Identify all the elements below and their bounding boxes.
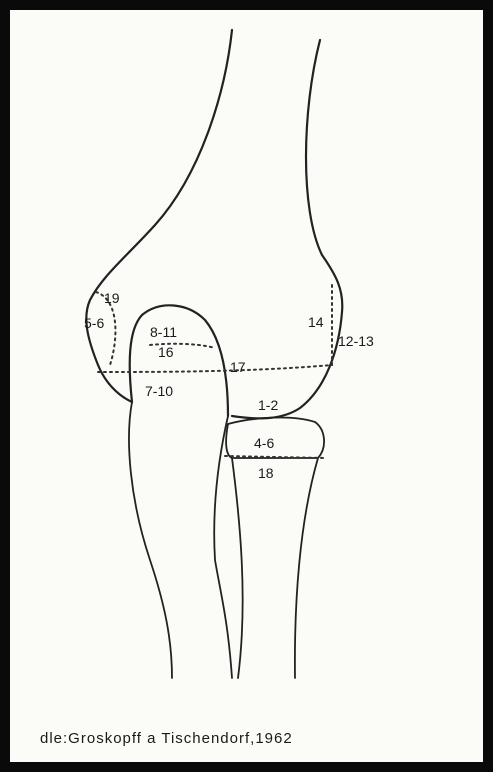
label-16: 16 [158, 344, 174, 360]
label-17: 17 [230, 359, 246, 375]
label-14: 14 [308, 314, 324, 330]
label-4-6: 4-6 [254, 435, 274, 451]
label-1-2: 1-2 [258, 397, 278, 413]
label-19: 19 [104, 290, 120, 306]
figure-caption: dle:Groskopff a Tischendorf,1962 [40, 730, 460, 747]
label-12-13: 12-13 [338, 333, 374, 349]
label-5-6: 5-6 [84, 315, 104, 331]
label-18: 18 [258, 465, 274, 481]
capitulum-outline [130, 305, 228, 416]
label-8-11: 8-11 [150, 324, 177, 340]
dotted-line-17 [98, 365, 332, 372]
label-7-10: 7-10 [145, 383, 173, 399]
ulna-outline [129, 402, 232, 678]
humerus-outline [86, 30, 342, 418]
